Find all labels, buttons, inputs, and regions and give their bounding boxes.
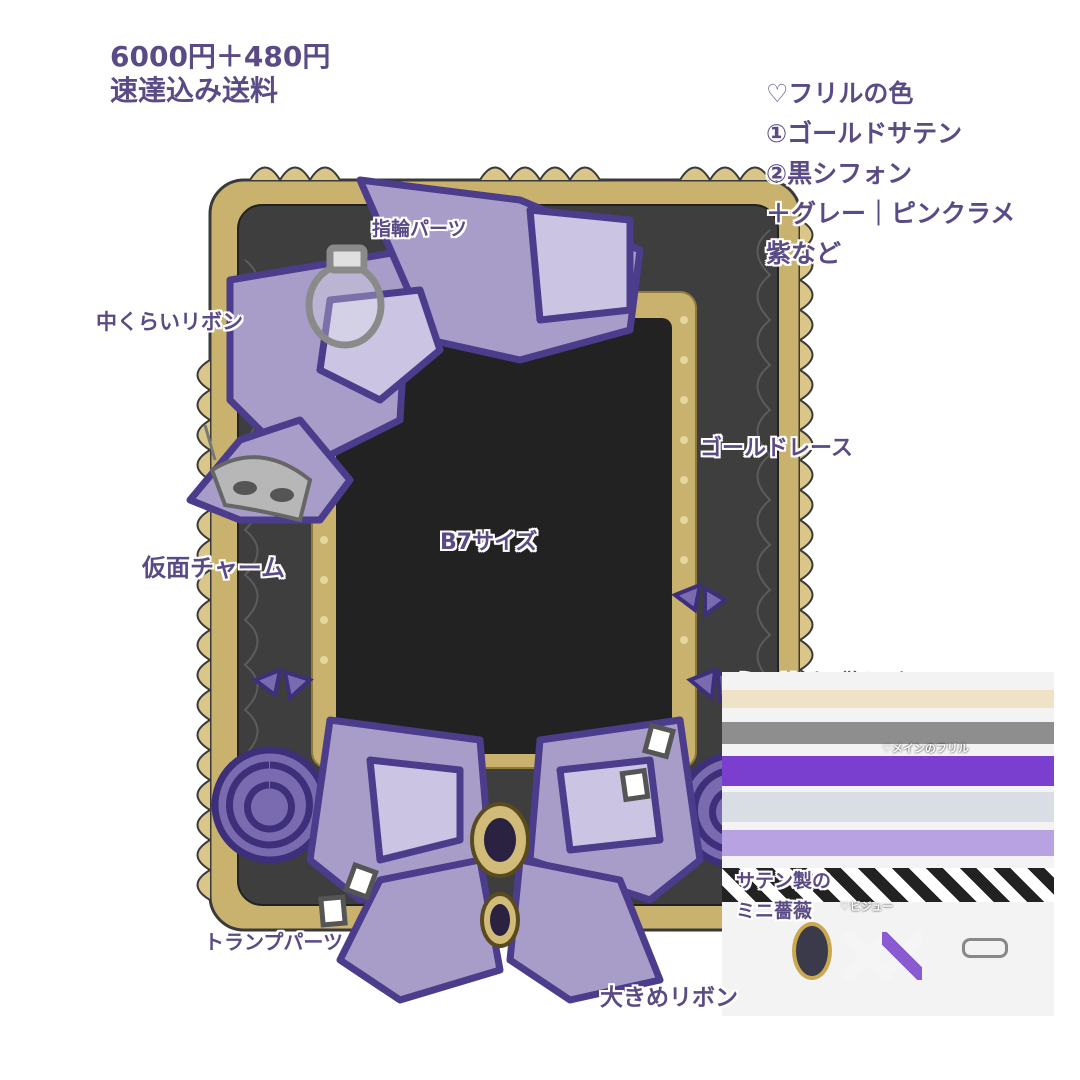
ring-part bbox=[305, 244, 385, 349]
big-ribbon bbox=[306, 716, 704, 1004]
frill-title: ♡フリルの色 bbox=[766, 79, 914, 108]
ring-label: 指輪パーツ bbox=[372, 218, 467, 240]
card-window bbox=[336, 318, 672, 754]
satin-rose-label-2: ミニ薔薇 bbox=[736, 900, 813, 922]
mask-label: 仮面チャーム bbox=[142, 554, 286, 582]
mask-charm-photo bbox=[962, 938, 1008, 958]
big-ribbon-label: 大きめリボン bbox=[600, 985, 738, 1011]
purple-satin-swatch bbox=[722, 756, 1054, 786]
frill-extra: ＋グレー｜ピンクラメ bbox=[766, 199, 1016, 228]
cards-label: トランプパーツ bbox=[204, 930, 343, 954]
satin-rose-label-1: サテン製の bbox=[736, 870, 832, 892]
frill-option-2: ②黒シフォン bbox=[766, 159, 913, 188]
center-jewel bbox=[470, 802, 530, 948]
materials-photo: ♡メインのフリル ♡ビジュー bbox=[722, 672, 1054, 1016]
gray-satin-swatch bbox=[722, 792, 1054, 822]
size-label: B7サイズ bbox=[440, 530, 538, 555]
main-frill-note: ♡メインのフリル bbox=[882, 742, 969, 755]
frill-option-1: ①ゴールドサテン bbox=[766, 119, 963, 148]
frill-extra-2: 紫など bbox=[766, 239, 842, 268]
price-block: 6000円＋480円 速達込み送料 bbox=[110, 40, 330, 108]
medium-ribbon-label: 中くらいリボン bbox=[96, 310, 243, 334]
satin-rose-left bbox=[211, 746, 329, 864]
pink-lame-swatch bbox=[722, 830, 1054, 856]
mask-charm bbox=[203, 424, 313, 523]
frill-color-notes: ♡フリルの色 ①ゴールドサテン ②黒シフォン ＋グレー｜ピンクラメ 紫など bbox=[766, 74, 1015, 274]
price-line: 6000円＋480円 bbox=[110, 40, 331, 73]
bijou-jewel bbox=[792, 922, 832, 980]
black-chiffon-swatch bbox=[722, 722, 1054, 744]
shipping-line: 速達込み送料 bbox=[110, 74, 279, 107]
checker-ribbon-swatch bbox=[722, 868, 1054, 902]
gold-satin-swatch bbox=[722, 690, 1054, 708]
card-parts bbox=[318, 722, 677, 928]
mixed-ribbon-bow bbox=[882, 932, 922, 980]
gold-lace-label: ゴールドレース bbox=[700, 436, 853, 461]
bijou-note: ♡ビジュー bbox=[840, 900, 894, 913]
